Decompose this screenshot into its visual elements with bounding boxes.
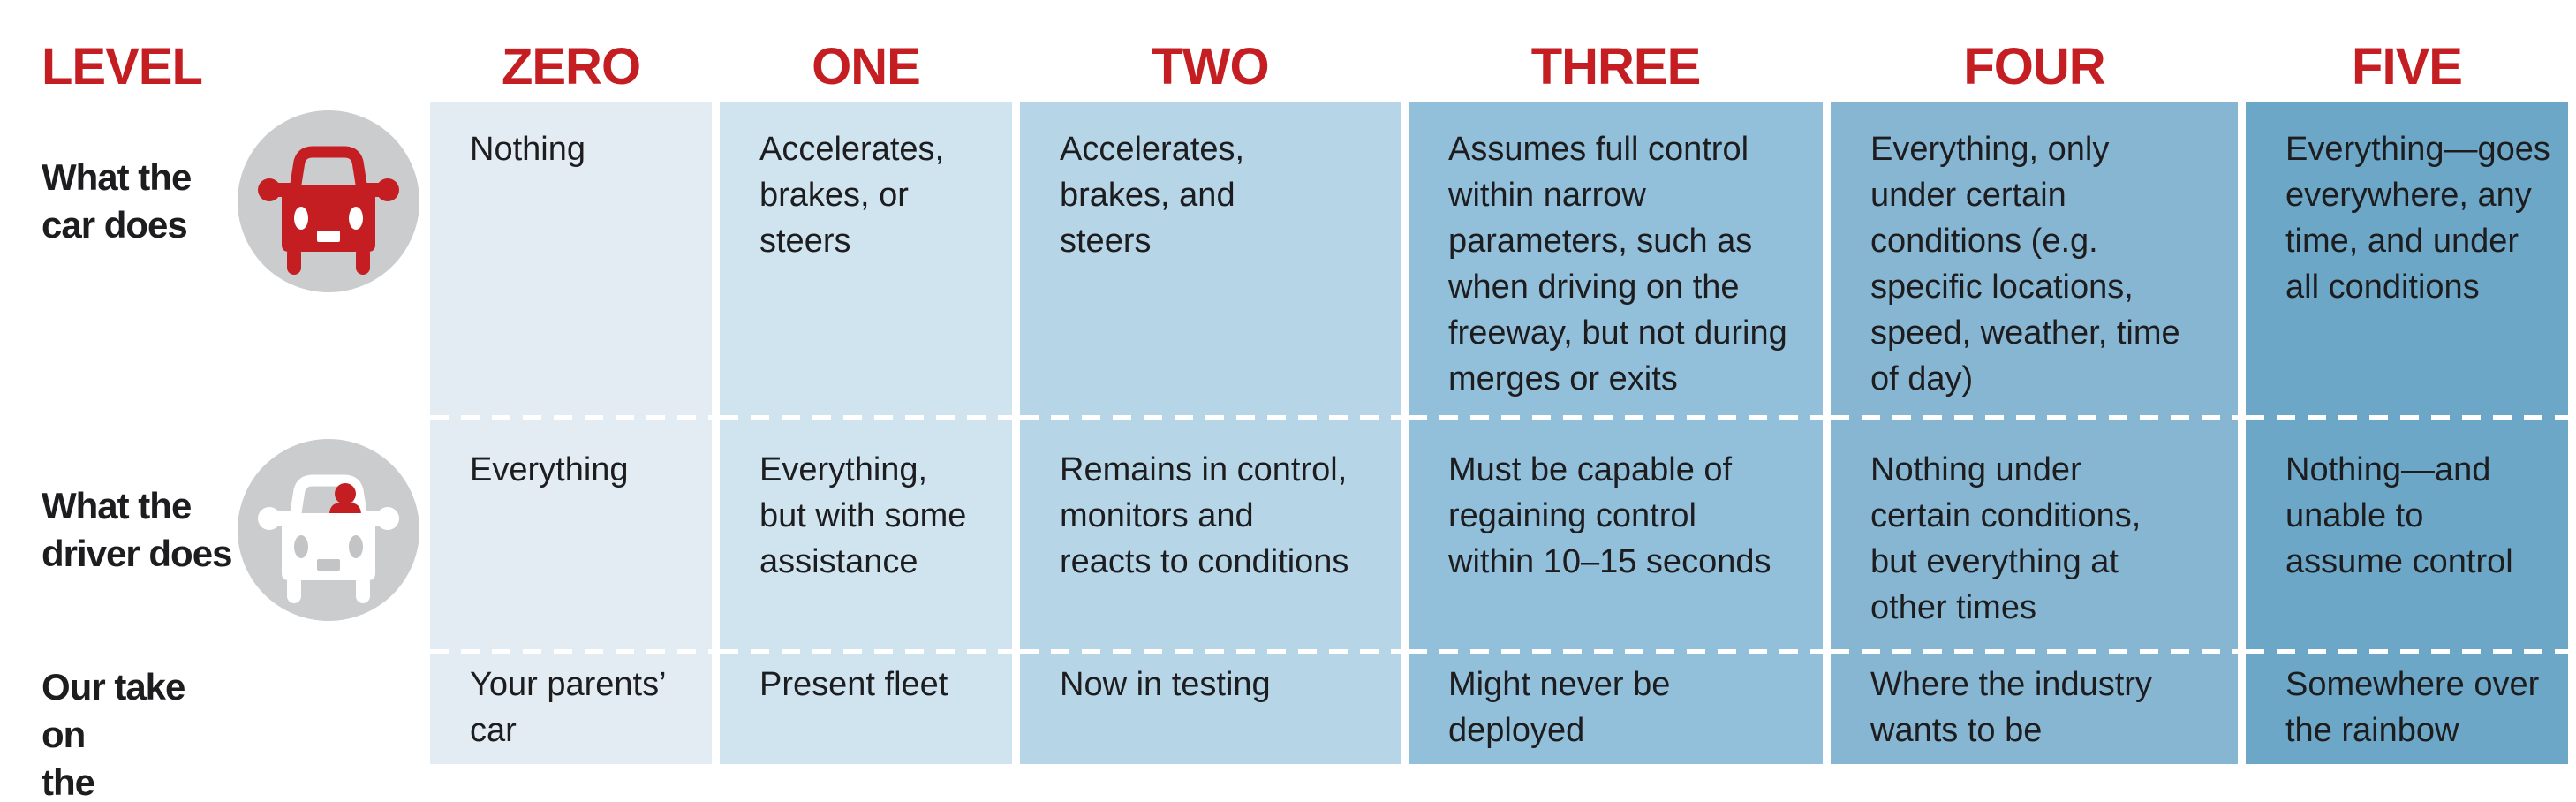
row-label-what-the-car-does: What the car does xyxy=(0,102,422,417)
cell-car-three: Assumes full control within narrow param… xyxy=(1409,102,1823,417)
cell-driver-zero: Everything xyxy=(430,415,712,651)
cell-car-five: Everything—goes everywhere, any time, an… xyxy=(2246,102,2568,417)
cell-car-two: Accelerates, brakes, and steers xyxy=(1020,102,1401,417)
column-header-three: THREE xyxy=(1530,38,1702,95)
corner-header-level: LEVEL xyxy=(42,38,203,95)
cell-driver-five: Nothing—and unable to assume control xyxy=(2246,415,2568,651)
column-header-two: TWO xyxy=(1152,38,1269,95)
column-header-four: FOUR xyxy=(1963,38,2105,95)
cell-driver-one: Everything, but with some assistance xyxy=(720,415,1012,651)
row-label-what-the-driver-does: What the driver does xyxy=(0,417,422,651)
column-header-one: ONE xyxy=(812,38,921,95)
cell-take-four: Where the industry wants to be xyxy=(1831,649,2238,764)
levels-table: LEVEL ZERO ONE TWO THREE FOUR FIVE What … xyxy=(0,38,2568,802)
cell-driver-three: Must be capable of regaining control wit… xyxy=(1409,415,1823,651)
cell-car-zero: Nothing xyxy=(430,102,712,417)
cell-take-one: Present fleet xyxy=(720,649,1012,764)
cell-car-one: Accelerates, brakes, or steers xyxy=(720,102,1012,417)
column-header-zero: ZERO xyxy=(501,38,641,95)
row-label-text: What the driver does xyxy=(42,485,232,574)
cell-take-two: Now in testing xyxy=(1020,649,1401,764)
row-label-text: Our take on the prospects xyxy=(42,666,185,802)
row-label-text: What the car does xyxy=(42,156,192,246)
cell-car-four: Everything, only under certain condition… xyxy=(1831,102,2238,417)
cell-driver-two: Remains in control, monitors and reacts … xyxy=(1020,415,1401,651)
driver-car-icon xyxy=(238,439,419,621)
row-label-our-take: Our take on the prospects xyxy=(0,651,422,802)
cell-take-five: Somewhere over the rainbow xyxy=(2246,649,2568,764)
car-icon xyxy=(238,110,419,292)
column-header-five: FIVE xyxy=(2352,38,2463,95)
cell-driver-four: Nothing under certain conditions, but ev… xyxy=(1831,415,2238,651)
cell-take-three: Might never be deployed xyxy=(1409,649,1823,764)
cell-take-zero: Your parents’ car xyxy=(430,649,712,764)
